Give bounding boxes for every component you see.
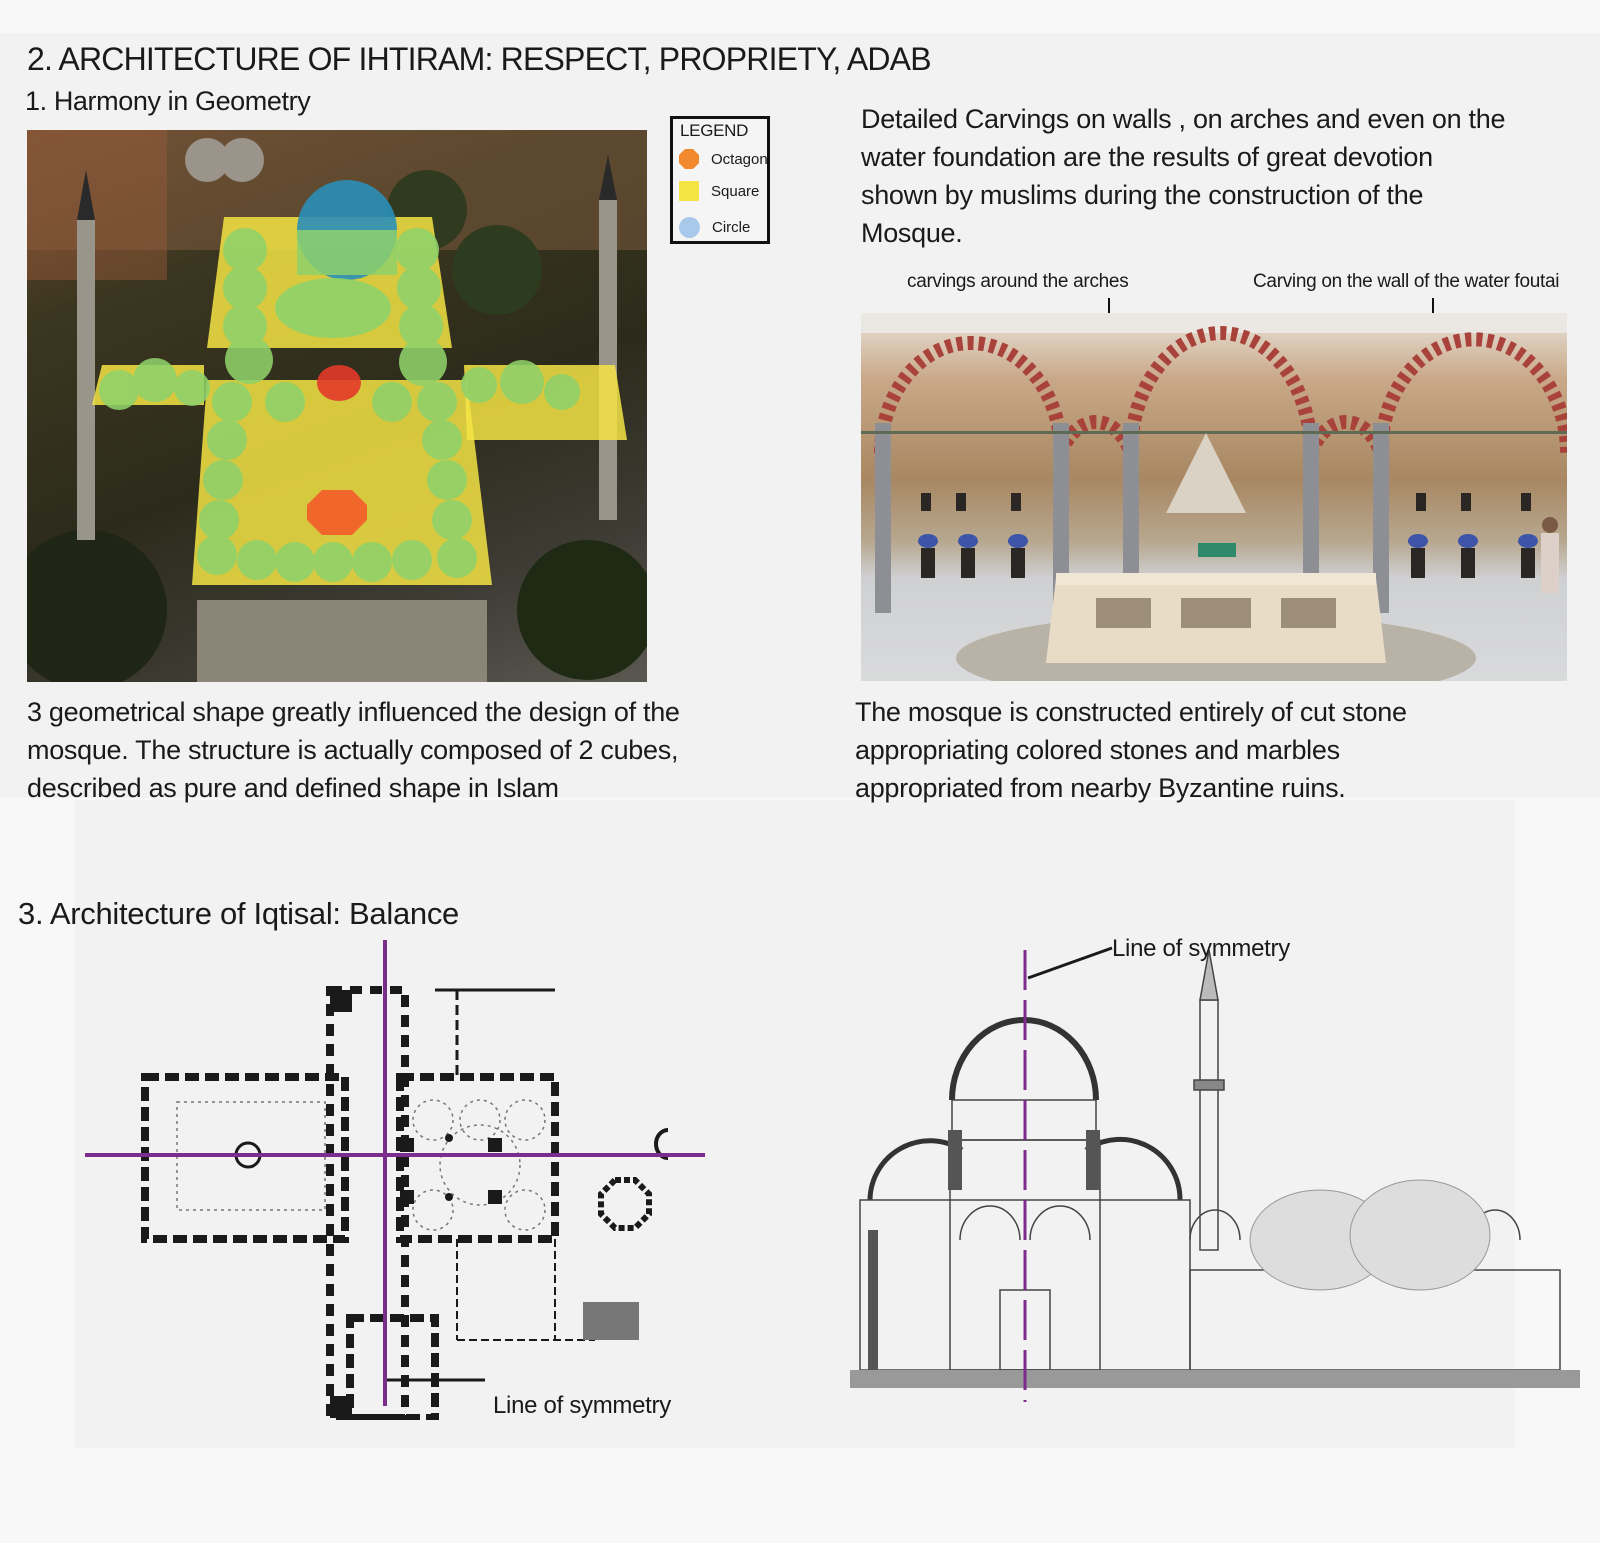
- text-line: 3 geometrical shape greatly influenced t…: [27, 697, 680, 727]
- circle-swatch-icon: [679, 217, 700, 238]
- section3-title: 3. Architecture of Iqtisal: Balance: [18, 896, 459, 931]
- carvings-intro-paragraph: Detailed Carvings on walls , on arches a…: [861, 100, 1600, 252]
- section2-title: 2. ARCHITECTURE OF IHTIRAM: RESPECT, PRO…: [27, 41, 932, 77]
- section3-background: [75, 800, 1515, 1448]
- octagon-swatch-icon: [679, 149, 699, 169]
- fountain-caption: Carving on the wall of the water foutai: [1253, 271, 1560, 292]
- plan-symmetry-label: Line of symmetry: [493, 1392, 671, 1419]
- legend: LEGEND Octagon Square Circle: [670, 116, 770, 244]
- text-line: Mosque.: [861, 218, 963, 248]
- section2-subtitle: 1. Harmony in Geometry: [25, 86, 311, 116]
- legend-item-circle: Circle: [679, 217, 750, 238]
- legend-label: Octagon: [711, 150, 768, 168]
- elevation-section-diagram: [850, 940, 1580, 1410]
- text-line: shown by muslims during the construction…: [861, 180, 1424, 210]
- square-swatch-icon: [679, 181, 699, 201]
- text-line: mosque. The structure is actually compos…: [27, 735, 679, 765]
- legend-title: LEGEND: [680, 121, 749, 140]
- arches-caption: carvings around the arches: [907, 271, 1129, 292]
- aerial-photo-geometry-overlay: [27, 130, 647, 682]
- legend-label: Circle: [712, 219, 751, 236]
- floor-plan-diagram: [85, 940, 715, 1420]
- text-line: appropriating colored stones and marbles: [855, 735, 1340, 765]
- geometry-description: 3 geometrical shape greatly influenced t…: [27, 693, 827, 807]
- text-line: Detailed Carvings on walls , on arches a…: [861, 104, 1506, 134]
- courtyard-fountain-photo: [861, 313, 1567, 681]
- legend-item-octagon: Octagon: [679, 149, 768, 169]
- materials-description: The mosque is constructed entirely of cu…: [855, 693, 1595, 807]
- text-line: appropriated from nearby Byzantine ruins…: [855, 773, 1346, 803]
- text-line: The mosque is constructed entirely of cu…: [855, 697, 1407, 727]
- elevation-symmetry-label: Line of symmetry: [1112, 935, 1290, 962]
- text-line: water foundation are the results of grea…: [861, 142, 1433, 172]
- text-line: described as pure and defined shape in I…: [27, 773, 559, 803]
- legend-label: Square: [711, 182, 760, 200]
- legend-item-square: Square: [679, 181, 759, 201]
